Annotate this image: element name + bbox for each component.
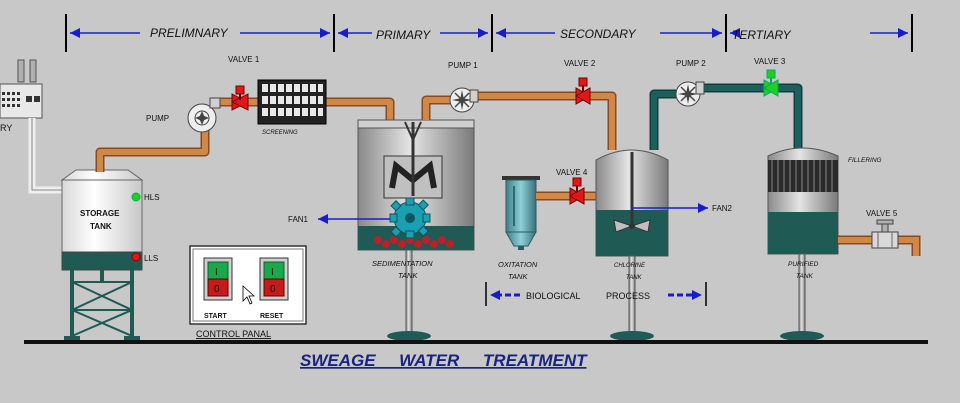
- hls-indicator: [131, 192, 141, 202]
- storage-tank: STORAGE TANK HLS LLS: [60, 169, 160, 342]
- valve-2-icon[interactable]: [574, 77, 592, 105]
- chlorine-label-1: CHLORINE: [614, 263, 646, 269]
- fan-2-label: FAN2: [712, 204, 733, 213]
- valve-4-label: VALVE 4: [556, 168, 588, 177]
- screening-label: SCREENING: [262, 130, 298, 136]
- ground-line: [24, 340, 928, 344]
- process-label: PROCESS: [606, 291, 650, 301]
- reset-off-symbol: 0: [270, 284, 276, 295]
- inlet-pipe: [95, 97, 395, 172]
- top-left-label: RY: [0, 123, 12, 133]
- stage-primary-label: PRIMARY: [376, 28, 431, 42]
- reset-label: RESET: [260, 313, 284, 320]
- valve-1-label: VALVE 1: [228, 55, 260, 64]
- biological-process-bar: [485, 282, 707, 306]
- mouse-cursor-icon: [242, 285, 256, 305]
- lls-indicator: [131, 252, 141, 262]
- hls-label: HLS: [144, 193, 160, 202]
- fan-1-label: FAN1: [288, 215, 309, 224]
- stage-preliminary-label: PRELIMNARY: [150, 26, 229, 40]
- upstream-unit: RY: [0, 59, 62, 194]
- main-title: SWEAGE WATER TREATMENT: [300, 351, 588, 370]
- control-panel: I 0 I 0 START RESET: [189, 245, 307, 325]
- reset-on-symbol: I: [271, 267, 274, 278]
- oxidation-label-1: OXITATION: [498, 260, 538, 269]
- pump-1-label: PUMP 1: [448, 61, 478, 70]
- start-on-symbol: I: [215, 267, 218, 278]
- valve-2-label: VALVE 2: [564, 59, 596, 68]
- start-off-symbol: 0: [214, 284, 220, 295]
- start-button[interactable]: I 0: [203, 257, 233, 301]
- chlorine-label-2: TANK: [626, 275, 643, 281]
- stage-tertiary-label: TERTIARY: [732, 28, 792, 42]
- screening-unit: [257, 79, 327, 125]
- sedimentation-label-1: SEDIMENTATION: [372, 259, 433, 268]
- sedimentation-tank: [318, 119, 475, 341]
- pump-label: PUMP: [146, 114, 169, 123]
- pump-1-icon[interactable]: [449, 87, 479, 113]
- pump-2-icon[interactable]: [675, 81, 705, 107]
- filtering-label: FILLERING: [848, 157, 882, 164]
- valve-5-icon[interactable]: [871, 219, 899, 249]
- mixer-icon: [613, 219, 651, 233]
- secondary-pipe: [421, 91, 617, 150]
- lls-label: LLS: [144, 254, 158, 263]
- chlorine-tank: [595, 149, 708, 341]
- purified-label-1: PURIFIED: [788, 261, 819, 268]
- stage-header: PRELIMNARY PRIMARY SECONDARY TERTIARY: [65, 14, 913, 52]
- oxidation-label-2: TANK: [508, 272, 528, 281]
- start-label: START: [204, 313, 228, 320]
- control-panel-title: CONTROL PANAL: [196, 329, 271, 339]
- storage-tank-label-2: TANK: [90, 222, 112, 231]
- stage-secondary-label: SECONDARY: [560, 27, 637, 41]
- sedimentation-label-2: TANK: [398, 271, 418, 280]
- valve-4-icon[interactable]: [568, 177, 586, 205]
- tertiary-pipe: [649, 83, 803, 150]
- reset-button[interactable]: I 0: [259, 257, 289, 301]
- purified-label-2: TANK: [796, 273, 814, 280]
- valve-3-label: VALVE 3: [754, 57, 786, 66]
- pump-2-label: PUMP 2: [676, 59, 706, 68]
- valve-1-icon[interactable]: [230, 85, 250, 111]
- biological-label: BIOLOGICAL: [526, 291, 581, 301]
- valve-5-label: VALVE 5: [866, 209, 898, 218]
- purified-tank: [767, 147, 839, 341]
- valve-3-icon[interactable]: [762, 69, 780, 97]
- pump-icon[interactable]: [187, 97, 221, 133]
- storage-tank-label-1: STORAGE: [80, 209, 120, 218]
- fan-1-icon[interactable]: [389, 197, 431, 239]
- oxidation-tank: [502, 176, 540, 250]
